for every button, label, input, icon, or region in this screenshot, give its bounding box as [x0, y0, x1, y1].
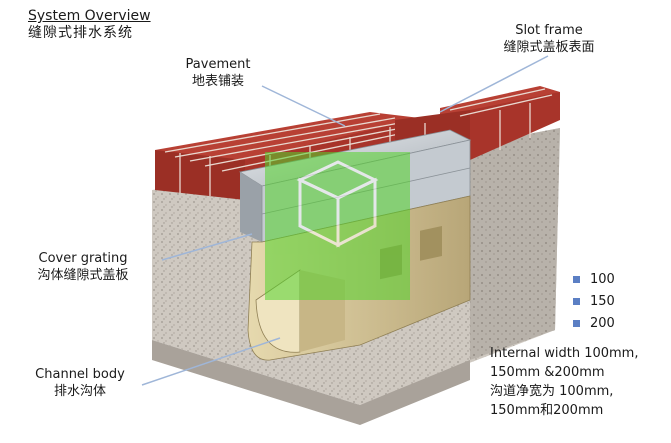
legend-swatch: [573, 276, 580, 283]
label-pavement-zh: 地表铺装: [191, 74, 244, 89]
legend-swatch: [573, 320, 580, 327]
note-line-2: 150mm &200mm: [490, 365, 605, 380]
label-channel-body-en: Channel body: [35, 367, 125, 382]
label-pavement: Pavement 地表铺装: [170, 56, 266, 90]
note-line-1: Internal width 100mm,: [490, 346, 639, 361]
leader-lines: [141, 55, 549, 386]
note-line-4: 150mm和200mm: [490, 403, 604, 418]
label-cover-grating-en: Cover grating: [38, 251, 128, 266]
legend-item-150: 150: [573, 294, 615, 309]
label-channel-body: Channel body 排水沟体: [28, 366, 132, 400]
title-en: System Overview: [28, 8, 151, 24]
leader-cover-grating: [161, 233, 253, 261]
label-slot-frame-en: Slot frame: [515, 23, 583, 38]
title-zh: 缝隙式排水系统: [28, 25, 133, 41]
dimension-note: Internal width 100mm, 150mm &200mm 沟道净宽为…: [490, 344, 638, 420]
leader-channel-body: [141, 337, 281, 386]
legend-swatch: [573, 298, 580, 305]
note-line-3: 沟道净宽为 100mm,: [490, 384, 614, 399]
label-cover-grating: Cover grating 沟体缝隙式盖板: [22, 250, 144, 284]
leader-pavement: [261, 85, 346, 127]
legend-label: 200: [590, 316, 615, 331]
label-channel-body-zh: 排水沟体: [53, 384, 106, 399]
watermark-logo: [265, 152, 410, 300]
legend-label: 100: [590, 272, 615, 287]
label-slot-frame-zh: 缝隙式盖板表面: [503, 40, 595, 55]
label-pavement-en: Pavement: [185, 57, 251, 72]
label-cover-grating-zh: 沟体缝隙式盖板: [37, 268, 129, 283]
legend-item-100: 100: [573, 272, 615, 287]
leader-slot-frame: [439, 55, 549, 113]
title-block: System Overview 缝隙式排水系统: [28, 8, 151, 42]
legend-label: 150: [590, 294, 615, 309]
label-slot-frame: Slot frame 缝隙式盖板表面: [475, 22, 623, 56]
legend-item-200: 200: [573, 316, 615, 331]
